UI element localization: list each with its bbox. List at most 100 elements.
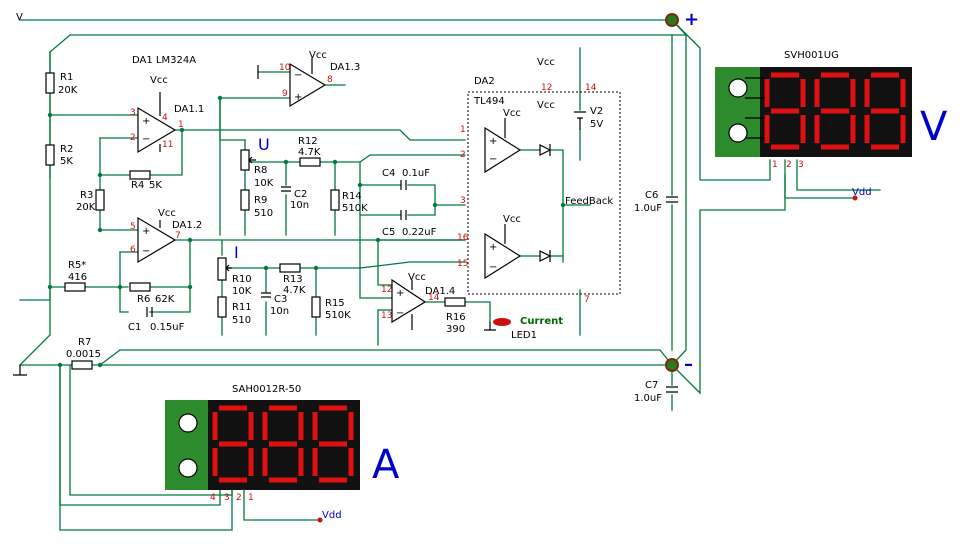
vcc-da2-12: Vcc: [537, 57, 555, 68]
c4-body: [400, 180, 407, 190]
da1-4-symbol: [391, 278, 427, 324]
ammeter-pin-4: 4: [210, 493, 216, 503]
minus-label: –: [684, 354, 693, 375]
svg-text:3: 3: [130, 108, 136, 118]
r1-body: [45, 72, 55, 94]
vcc-da1-2: Vcc: [158, 208, 176, 219]
da1-1-label: DA1.1: [174, 104, 204, 115]
r12-body: [299, 157, 321, 167]
vcc-da1-4: Vcc: [408, 272, 426, 283]
vcc-da1-3: Vcc: [309, 50, 327, 61]
svg-text:4.7K: 4.7K: [283, 285, 306, 296]
svg-text:2: 2: [460, 150, 466, 160]
svg-text:0.1uF: 0.1uF: [402, 168, 430, 179]
ammeter-module: [165, 400, 360, 490]
capacitors: [146, 111, 678, 393]
plus-label: +: [684, 9, 699, 30]
ammeter-pin-2: 2: [236, 493, 242, 503]
feedback-label: FeedBack: [565, 196, 613, 207]
svg-text:C7: C7: [645, 380, 658, 391]
da1-3-label: DA1.3: [330, 62, 360, 73]
vcc-da1-1: Vcc: [150, 75, 168, 86]
svg-text:1.0uF: 1.0uF: [634, 393, 662, 404]
ammeter-mount-hole-top: [178, 413, 198, 433]
r14-body: [330, 189, 340, 211]
svg-text:+: +: [396, 288, 404, 299]
svg-text:10n: 10n: [290, 200, 309, 211]
svg-text:12: 12: [381, 285, 392, 295]
r5-body: [64, 282, 86, 292]
tl494-label: TL494: [473, 96, 505, 107]
svg-text:20K: 20K: [58, 85, 78, 96]
component-labels: R1 20K R2 5K R3 20K R4 5K R5* 416 R6 62K…: [58, 72, 662, 404]
voltmeter-unit-label: V: [920, 104, 948, 150]
svg-text:2: 2: [130, 133, 136, 143]
ammeter-pin-1: 1: [248, 493, 254, 503]
svg-text:5V: 5V: [590, 119, 603, 130]
plus-terminal: [665, 13, 679, 27]
voltmeter-mount-hole-bottom: [728, 123, 748, 143]
da2-tl494-box: [467, 91, 621, 295]
voltmeter-model-label: SVH001UG: [784, 50, 839, 61]
svg-text:C5: C5: [382, 227, 395, 238]
svg-text:5K: 5K: [149, 180, 162, 191]
svg-text:510: 510: [232, 315, 251, 326]
svg-text:1: 1: [178, 120, 184, 130]
resistors: [45, 72, 466, 370]
r2-body: [45, 144, 55, 166]
svg-text:LED1: LED1: [511, 330, 537, 341]
da2-label: DA2: [474, 76, 495, 87]
svg-text:4: 4: [162, 113, 168, 123]
vcc-ea2: Vcc: [503, 214, 521, 225]
r10-body: [217, 257, 227, 281]
svg-text:+: +: [142, 116, 150, 127]
svg-text:R2: R2: [60, 144, 73, 155]
voltmeter-pin-3: 3: [798, 160, 804, 170]
svg-text:−: −: [294, 70, 302, 81]
svg-text:390: 390: [446, 324, 465, 335]
svg-text:10: 10: [279, 63, 291, 73]
vcc-ea1: Vcc: [503, 108, 521, 119]
svg-text:R8: R8: [254, 165, 267, 176]
voltmeter-vdd-label: Vdd: [852, 187, 872, 198]
i-control-label: I: [234, 243, 239, 262]
da1-2-symbol: [137, 216, 177, 264]
svg-text:1: 1: [460, 125, 466, 135]
svg-text:R15: R15: [325, 298, 345, 309]
da1-4-label: DA1.4: [425, 286, 455, 297]
c2-body: [281, 186, 291, 192]
r11-body: [217, 296, 227, 318]
svg-text:62K: 62K: [155, 294, 175, 305]
led1-symbol: [484, 318, 511, 331]
svg-text:7: 7: [584, 295, 590, 305]
diodes: [539, 144, 552, 262]
svg-text:C4: C4: [382, 168, 395, 179]
svg-text:+: +: [489, 136, 497, 147]
c5-body: [400, 210, 407, 220]
c3-body: [261, 292, 271, 298]
r7-body: [71, 360, 93, 370]
svg-text:7: 7: [175, 231, 181, 241]
svg-text:R10: R10: [232, 274, 252, 285]
ammeter-model-label: SAH0012R-50: [232, 384, 301, 395]
voltmeter-mount-hole-top: [728, 78, 748, 98]
ammeter-vdd-label: Vdd: [322, 510, 342, 521]
ammeter-mount-hole-bottom: [178, 458, 198, 478]
voltmeter-module: [715, 67, 912, 157]
svg-text:R16: R16: [446, 312, 466, 323]
chip-labels: DA1 LM324A Vcc DA1.1 Vcc DA1.2 Vcc DA1.3…: [132, 50, 613, 297]
rail-v-label: V: [16, 12, 23, 23]
svg-text:11: 11: [162, 140, 173, 150]
da1-1-symbol: [137, 106, 177, 154]
da2-ea1-symbol: [484, 126, 522, 174]
svg-text:12: 12: [541, 83, 552, 93]
svg-text:R7: R7: [78, 337, 91, 348]
vcc-da2-v2: Vcc: [537, 100, 555, 111]
svg-text:0.0015: 0.0015: [66, 349, 101, 360]
da2-ea2-symbol: [484, 232, 522, 280]
svg-text:−: −: [489, 154, 497, 165]
junction-dots: [47, 95, 566, 368]
wires: [19, 19, 881, 506]
svg-text:5: 5: [130, 222, 136, 232]
